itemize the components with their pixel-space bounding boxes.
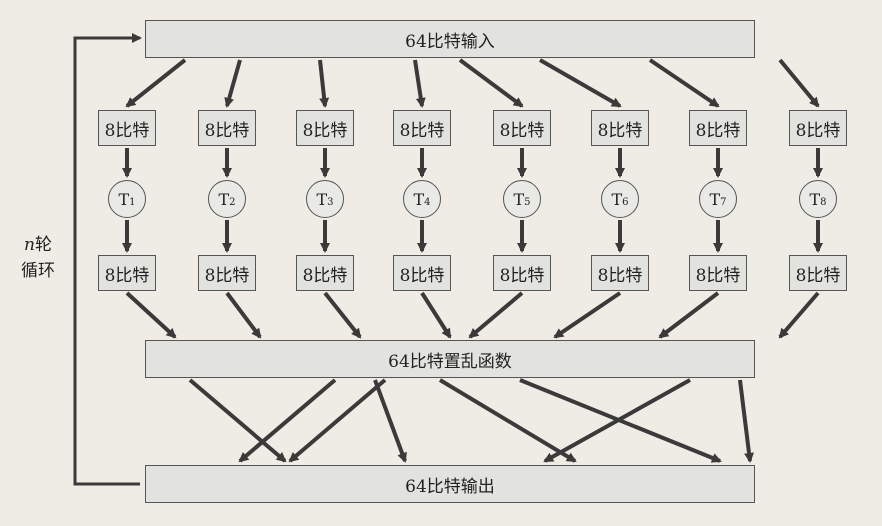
permute-arrow-2	[238, 378, 337, 463]
split-arrow-1	[125, 58, 187, 108]
permute-arrow-7	[543, 378, 691, 463]
output-block-4: 8比特	[393, 255, 451, 291]
input-block-4: 8比特	[393, 110, 451, 146]
output-block-5: 8比特	[493, 255, 551, 291]
merge-arrow-4	[420, 291, 452, 339]
split-arrow-3	[318, 59, 330, 108]
merge-arrow-3	[323, 291, 362, 339]
split-arrow-7	[648, 58, 720, 108]
loop-label: n轮 循环	[18, 232, 58, 284]
split-arrow-6	[539, 58, 622, 108]
permute-arrow-8	[738, 379, 754, 463]
input-block-5: 8比特	[493, 110, 551, 146]
merge-arrow-6	[553, 291, 622, 339]
split-arrow-5	[458, 58, 524, 108]
loop-var: n	[24, 235, 35, 255]
permutation-box: 64比特置乱函数	[145, 340, 755, 378]
merge-arrow-1	[125, 291, 177, 339]
output-block-1: 8比特	[98, 255, 156, 291]
permute-arrow-5	[438, 378, 577, 463]
merge-arrow-2	[225, 291, 262, 339]
input-block-7: 8比特	[689, 110, 747, 146]
input-block-8: 8比特	[789, 110, 847, 146]
output-block-3: 8比特	[296, 255, 354, 291]
output-block-8: 8比特	[789, 255, 847, 291]
split-arrow-4	[413, 59, 426, 108]
loop-line2: 循环	[21, 261, 55, 281]
output-block-6: 8比特	[591, 255, 649, 291]
loop-line1: 轮	[34, 235, 52, 255]
feedback-loop-arrow	[73, 33, 142, 486]
permute-arrow-3	[288, 378, 387, 463]
input-block-3: 8比特	[296, 110, 354, 146]
input-block-1: 8比特	[98, 110, 156, 146]
merge-arrow-8	[778, 291, 820, 339]
split-arrow-2	[224, 59, 242, 108]
input-box: 64比特输入	[145, 20, 755, 58]
split-arrow-8	[778, 58, 820, 108]
merge-arrow-7	[658, 291, 720, 339]
output-block-2: 8比特	[198, 255, 256, 291]
merge-arrow-5	[468, 291, 524, 339]
input-block-6: 8比特	[591, 110, 649, 146]
permute-arrow-1	[188, 378, 287, 463]
output-block-7: 8比特	[689, 255, 747, 291]
output-box: 64比特输出	[145, 465, 755, 503]
permute-arrow-4	[373, 379, 407, 463]
input-block-2: 8比特	[198, 110, 256, 146]
